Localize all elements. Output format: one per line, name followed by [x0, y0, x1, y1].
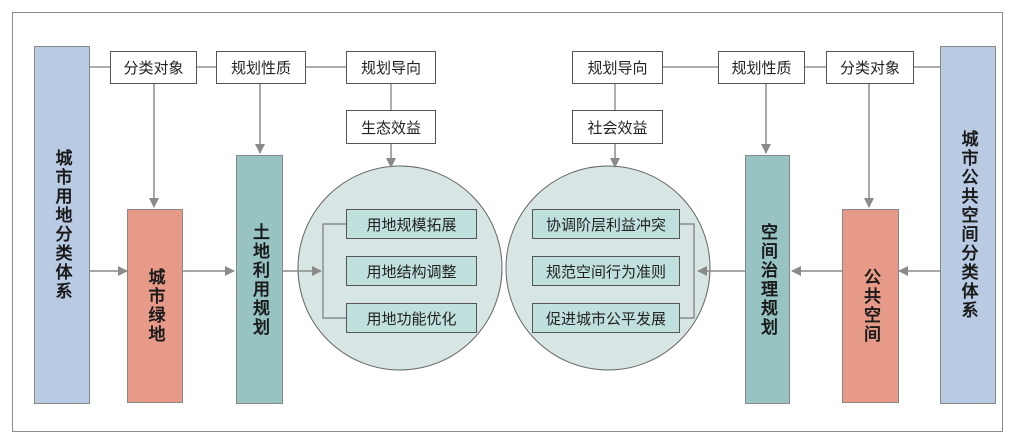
left-goal-box: 用地结构调整 — [346, 256, 477, 286]
right-object-label: 公共空间 — [860, 268, 880, 344]
right-goal-box: 促进城市公平发展 — [532, 303, 680, 333]
right-goal-box: 协调阶层利益冲突 — [532, 209, 680, 239]
right-system-bar: 城市公共空间分类体系 — [940, 46, 996, 404]
right-system-label: 城市公共空间分类体系 — [957, 130, 978, 320]
left-direction-label-box: 规划导向 — [346, 51, 436, 84]
left-planning-label: 土地利用规划 — [249, 222, 269, 337]
left-goal-box: 用地功能优化 — [346, 303, 477, 333]
left-goal-box: 用地规模拓展 — [346, 209, 477, 239]
right-goal-box: 规范空间行为准则 — [532, 256, 680, 286]
right-nature-label-box: 规划性质 — [718, 51, 805, 84]
right-planning-label: 空间治理规划 — [757, 222, 777, 337]
right-planning-bar: 空间治理规划 — [745, 155, 790, 404]
left-planning-bar: 土地利用规划 — [236, 155, 283, 404]
left-nature-label-box: 规划性质 — [216, 51, 306, 84]
left-object-label-box: 分类对象 — [110, 51, 197, 84]
left-system-label: 城市用地分类体系 — [51, 149, 72, 301]
right-benefit-label-box: 社会效益 — [572, 110, 663, 144]
right-object-bar: 公共空间 — [842, 209, 899, 403]
left-system-bar: 城市用地分类体系 — [34, 46, 90, 404]
right-object-label-box: 分类对象 — [826, 51, 914, 84]
left-object-label: 城市绿地 — [144, 268, 165, 344]
left-object-bar: 城市绿地 — [127, 209, 183, 403]
right-direction-label-box: 规划导向 — [572, 51, 663, 84]
left-benefit-label-box: 生态效益 — [346, 110, 436, 144]
